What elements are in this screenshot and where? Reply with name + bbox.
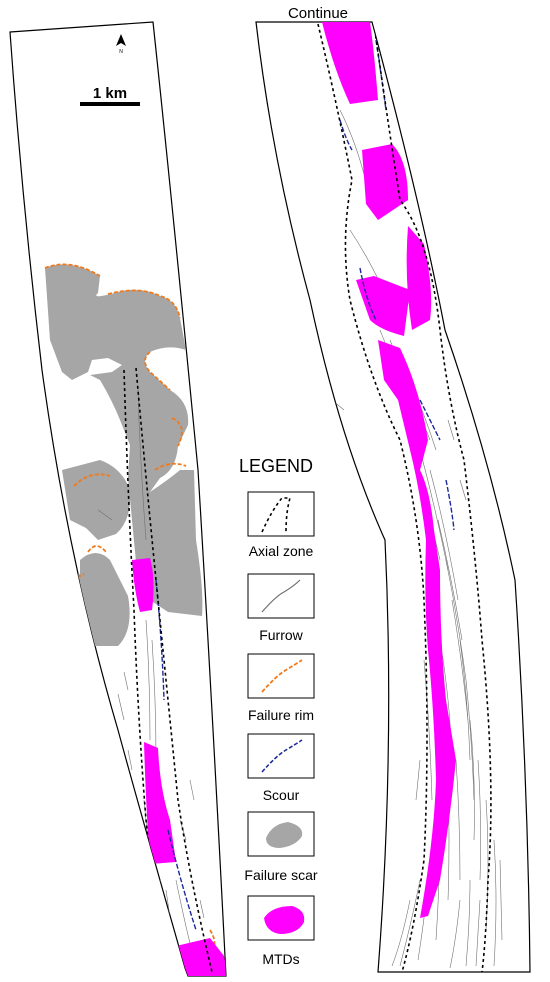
right-segment-outline <box>255 21 531 973</box>
legend-label-failure-scar: Failure scar <box>244 867 317 883</box>
left-mtds <box>132 558 226 976</box>
legend-label-scour: Scour <box>263 787 300 803</box>
right-segment <box>255 21 531 973</box>
legend-label-mtds: MTDs <box>262 951 299 967</box>
furrow-icon <box>261 579 301 613</box>
legend-label-failure-rim: Failure rim <box>248 707 314 723</box>
left-scour <box>155 579 197 931</box>
scour-swatch <box>247 733 315 779</box>
mtd-icon <box>264 906 305 934</box>
failure-scar-icon <box>266 822 303 848</box>
left-failure-scars <box>45 264 203 646</box>
legend-title: LEGEND <box>239 456 313 476</box>
right-axial-zone <box>317 23 492 972</box>
north-arrow: N <box>116 34 126 55</box>
failure-rim-icon <box>261 659 303 693</box>
north-label: N <box>119 49 123 55</box>
north-arrow-icon <box>116 34 126 46</box>
continue-label: Continue <box>288 5 348 22</box>
scale-bar-line <box>80 102 140 106</box>
scale-bar: 1 km <box>80 85 140 106</box>
left-segment <box>9 21 227 977</box>
failure-rim-swatch <box>247 653 315 699</box>
legend-label-furrow: Furrow <box>259 627 303 643</box>
legend-label-axial-zone: Axial zone <box>249 543 314 559</box>
scour-icon <box>261 739 303 773</box>
scale-label: 1 km <box>93 85 127 102</box>
furrow-swatch <box>247 573 315 619</box>
axial-zone-icon <box>261 497 292 533</box>
legend: LEGEND Axial zone Furrow Failure rim Sco… <box>239 456 318 967</box>
